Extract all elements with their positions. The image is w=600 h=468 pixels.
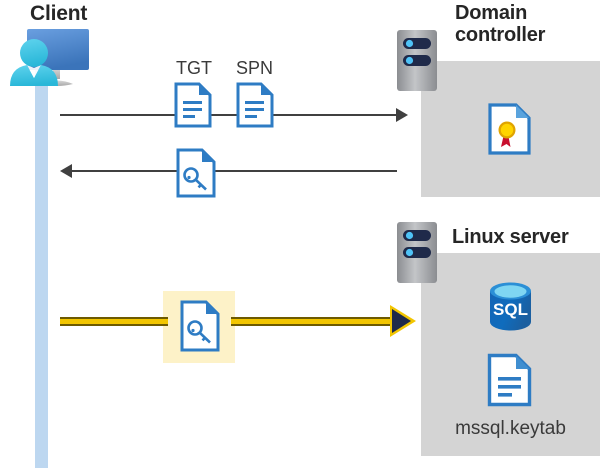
keytab-document-icon: [487, 353, 532, 407]
linux-server-title: Linux server: [452, 226, 569, 248]
request-ticket-arrowhead: [396, 108, 408, 122]
present-ticket-arrow-segment-left: [60, 317, 168, 326]
spn-label: SPN: [236, 58, 274, 78]
domain-controller-title: Domain controller: [455, 2, 546, 47]
spn-document-icon: [236, 82, 274, 128]
issue-ticket-arrowhead: [60, 164, 72, 178]
sql-database-icon: SQL: [484, 280, 537, 333]
presented-ticket-key-document-icon: [180, 300, 220, 352]
domain-controller-server-rack-icon: [396, 29, 438, 92]
client-lifeline: [35, 66, 48, 468]
request-ticket-arrow-line: [60, 114, 397, 116]
linux-server-rack-icon: [396, 221, 438, 284]
present-ticket-arrowhead: [392, 309, 411, 333]
service-ticket-key-document-icon: [176, 148, 216, 198]
sql-icon-text: SQL: [493, 300, 528, 319]
keytab-filename-label: mssql.keytab: [455, 418, 566, 439]
client-title: Client: [30, 2, 88, 25]
tgt-label: TGT: [176, 58, 212, 78]
issue-ticket-arrow-line: [72, 170, 397, 172]
tgt-document-icon: [174, 82, 212, 128]
certificate-document-icon: [488, 103, 531, 155]
present-ticket-arrow-segment-right: [231, 317, 396, 326]
client-user-monitor-icon: [5, 24, 101, 96]
